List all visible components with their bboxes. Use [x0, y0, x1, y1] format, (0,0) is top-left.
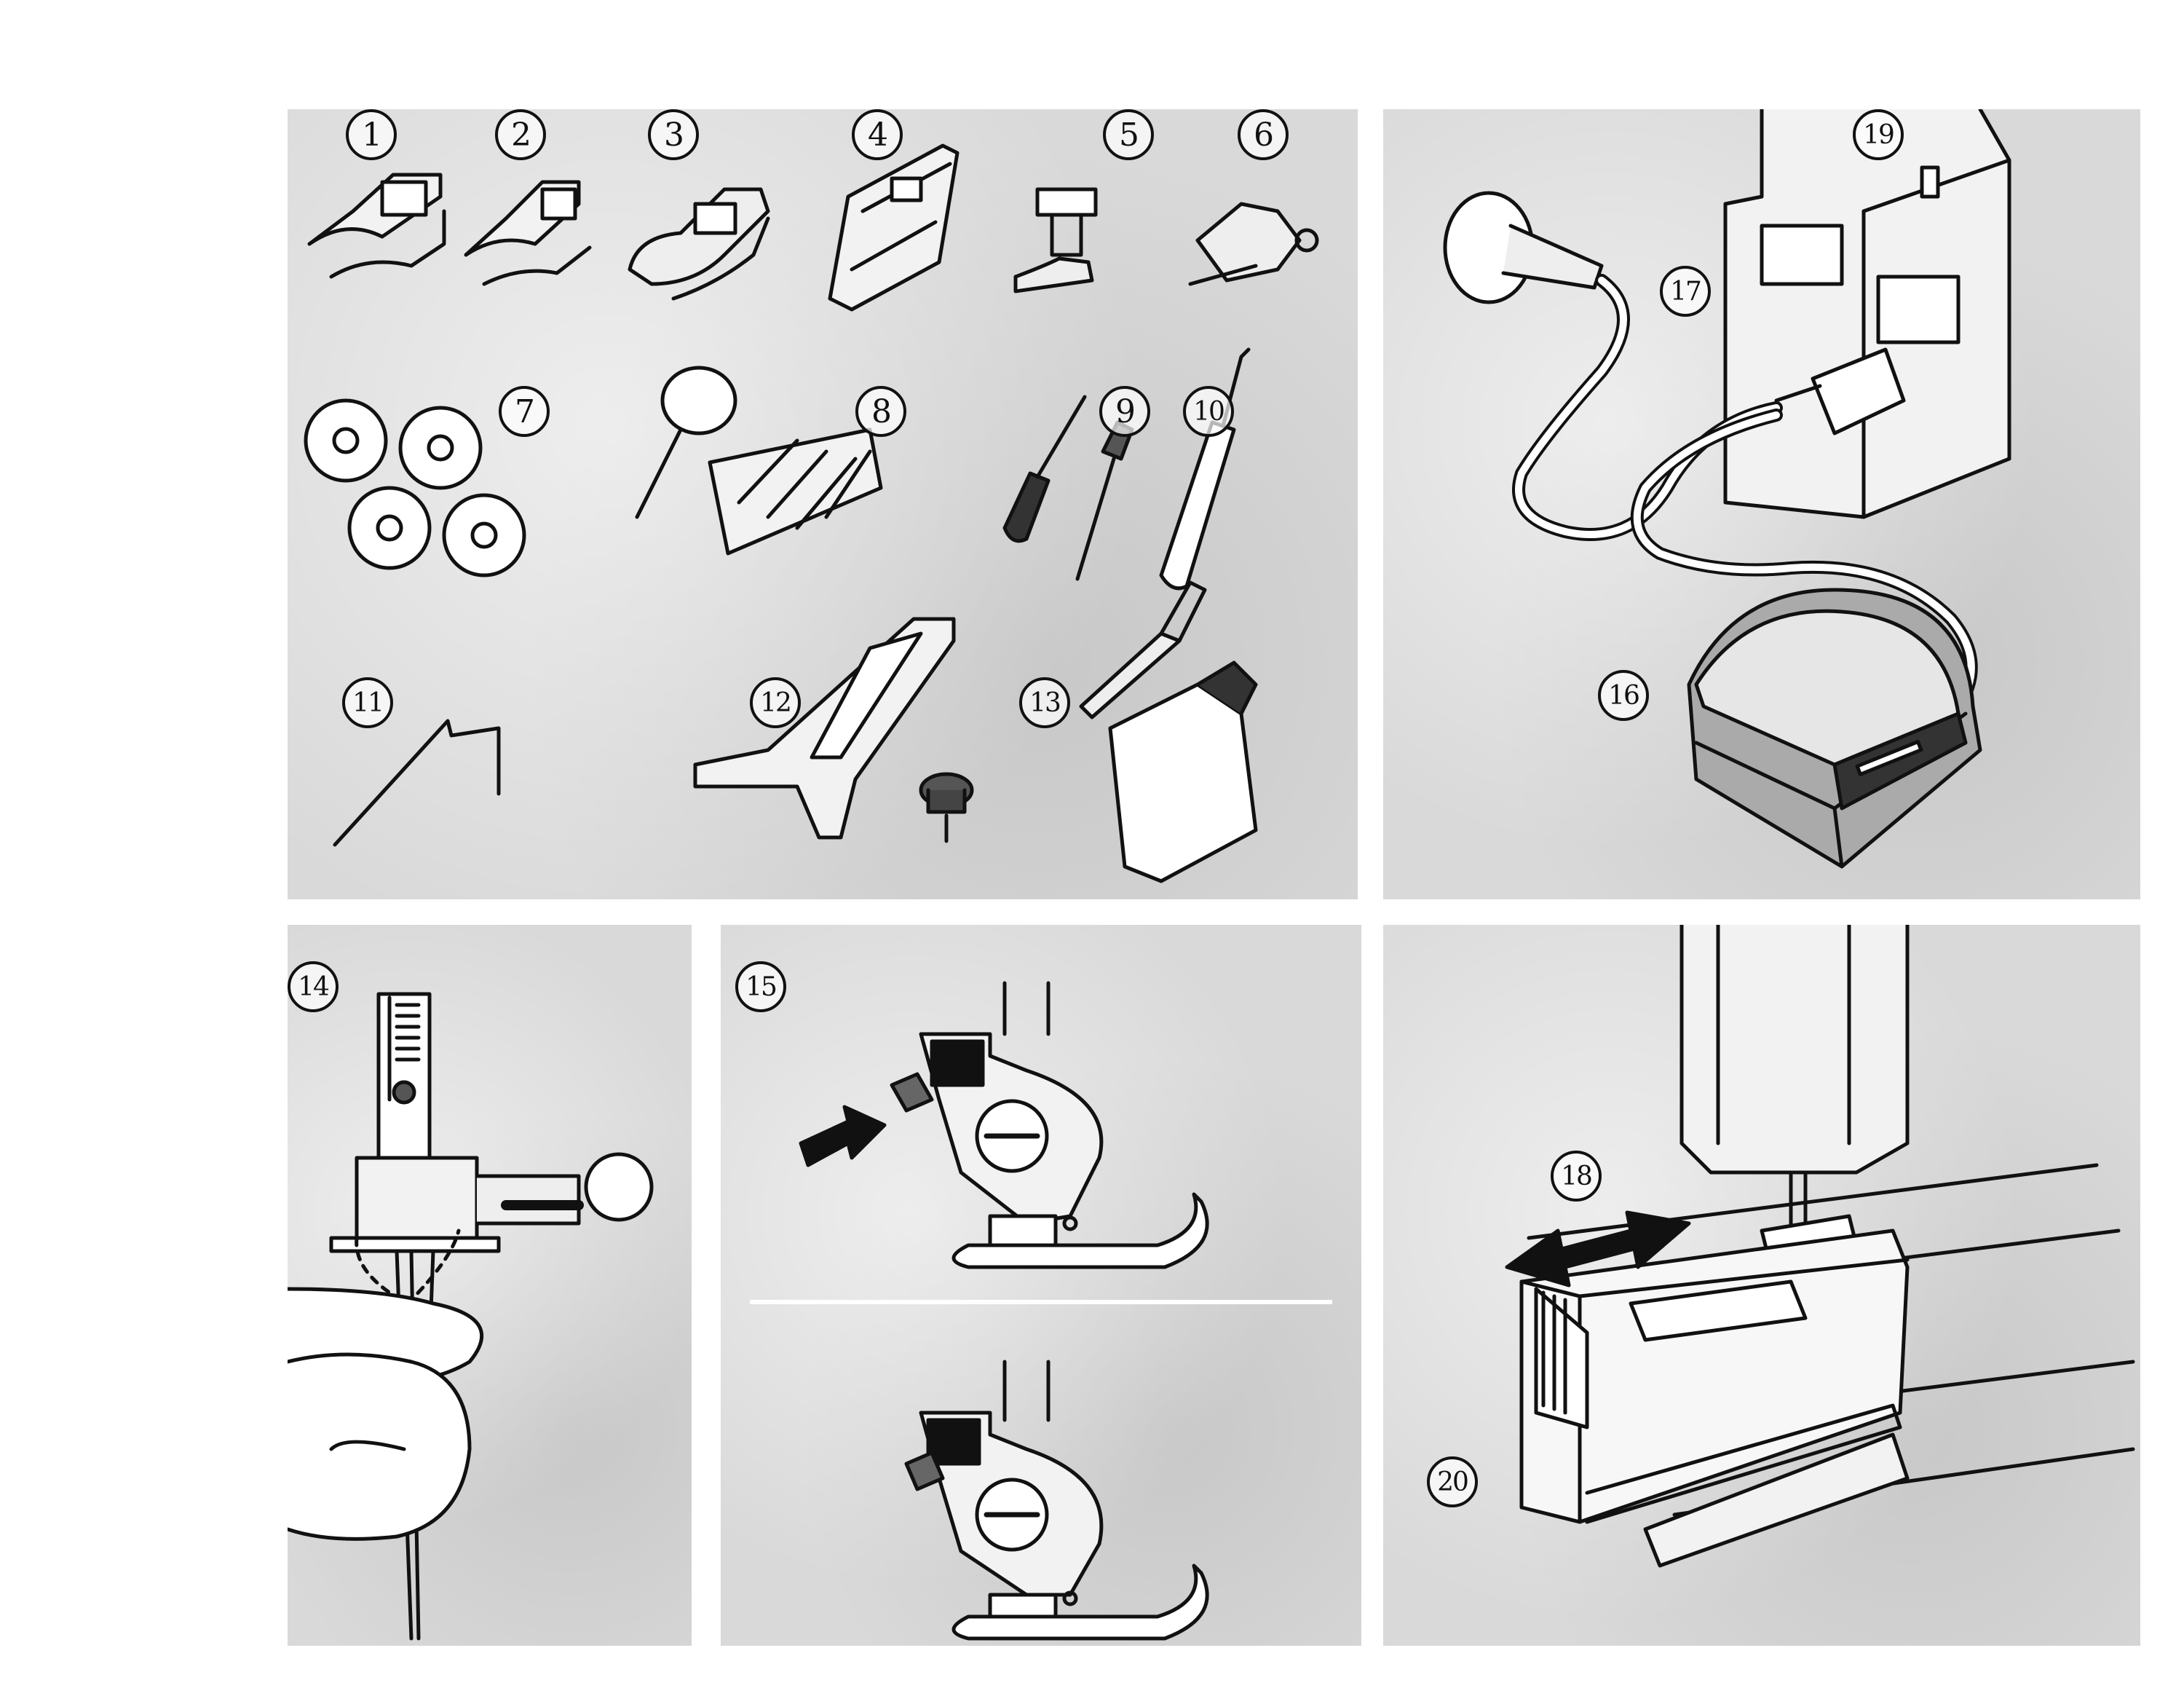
power-plug-icon — [1774, 347, 1906, 435]
presser-foot-bottom-icon — [951, 1563, 1209, 1641]
seam-guide-icon — [693, 617, 974, 843]
buttonhole-foot-icon — [828, 143, 960, 312]
oil-can-icon — [1079, 580, 1258, 883]
free-arm-panel: 18 20 — [1383, 925, 2140, 1646]
presser-foot-panel: 15 — [721, 925, 1361, 1646]
lint-brush-icon — [1075, 420, 1134, 581]
zigzag-foot-icon — [307, 173, 446, 279]
blind-hem-foot-icon — [1188, 202, 1319, 286]
label-4: 4 — [852, 109, 903, 160]
label-7: 7 — [499, 386, 550, 437]
free-arm-illustration — [1505, 925, 2135, 1568]
label-19: 19 — [1853, 109, 1904, 160]
twin-needle-illustration — [288, 992, 654, 1641]
label-5: 5 — [1103, 109, 1154, 160]
label-14: 14 — [288, 961, 339, 1012]
screwdriver-icon — [1002, 395, 1087, 543]
double-arrow-icon — [1505, 1210, 1691, 1287]
wall-plug-icon — [1443, 191, 1604, 304]
label-10: 10 — [1183, 386, 1234, 437]
extension-table-icon — [1519, 1228, 1910, 1568]
sewing-machine-side-icon — [1723, 109, 2011, 519]
foot-holder-top-icon — [890, 981, 1104, 1226]
label-9: 9 — [1099, 386, 1150, 437]
quilting-guide-icon — [333, 719, 501, 847]
overcast-foot-icon — [628, 187, 770, 301]
label-1: 1 — [346, 109, 397, 160]
accessories-panel: 1 2 3 4 5 6 7 8 9 10 11 12 13 — [288, 109, 1358, 899]
label-16: 16 — [1598, 670, 1649, 721]
label-13: 13 — [1019, 677, 1070, 728]
label-12: 12 — [750, 677, 801, 728]
presser-foot-illustration — [799, 981, 1209, 1641]
label-18: 18 — [1551, 1151, 1602, 1202]
label-15: 15 — [735, 961, 786, 1012]
label-20: 20 — [1427, 1456, 1478, 1507]
label-17: 17 — [1660, 266, 1711, 317]
zipper-foot-icon — [1013, 187, 1098, 293]
needle-pack-icon — [635, 366, 883, 556]
foot-pedal-icon — [1687, 588, 1982, 869]
presser-foot-top-icon — [951, 1192, 1209, 1269]
bobbins-icon — [304, 398, 526, 577]
label-6: 6 — [1238, 109, 1289, 160]
label-2: 2 — [495, 109, 546, 160]
foot-control-illustration — [1443, 109, 2011, 869]
label-3: 3 — [648, 109, 699, 160]
foot-control-panel: 16 17 19 — [1383, 109, 2140, 899]
needle-bar-icon — [355, 992, 654, 1244]
label-8: 8 — [855, 386, 906, 437]
seam-ripper-icon — [1159, 347, 1251, 591]
foot-holder-bottom-icon — [904, 1360, 1104, 1597]
twin-needle-panel: 14 — [288, 925, 692, 1646]
machine-head-icon — [1679, 925, 1910, 1175]
accessories-illustration — [304, 143, 1319, 883]
finger-icon — [288, 1287, 484, 1541]
arrow-icon — [799, 1105, 887, 1167]
satin-foot-icon — [464, 180, 592, 286]
label-11: 11 — [342, 677, 393, 728]
panel-divider — [750, 1300, 1332, 1304]
